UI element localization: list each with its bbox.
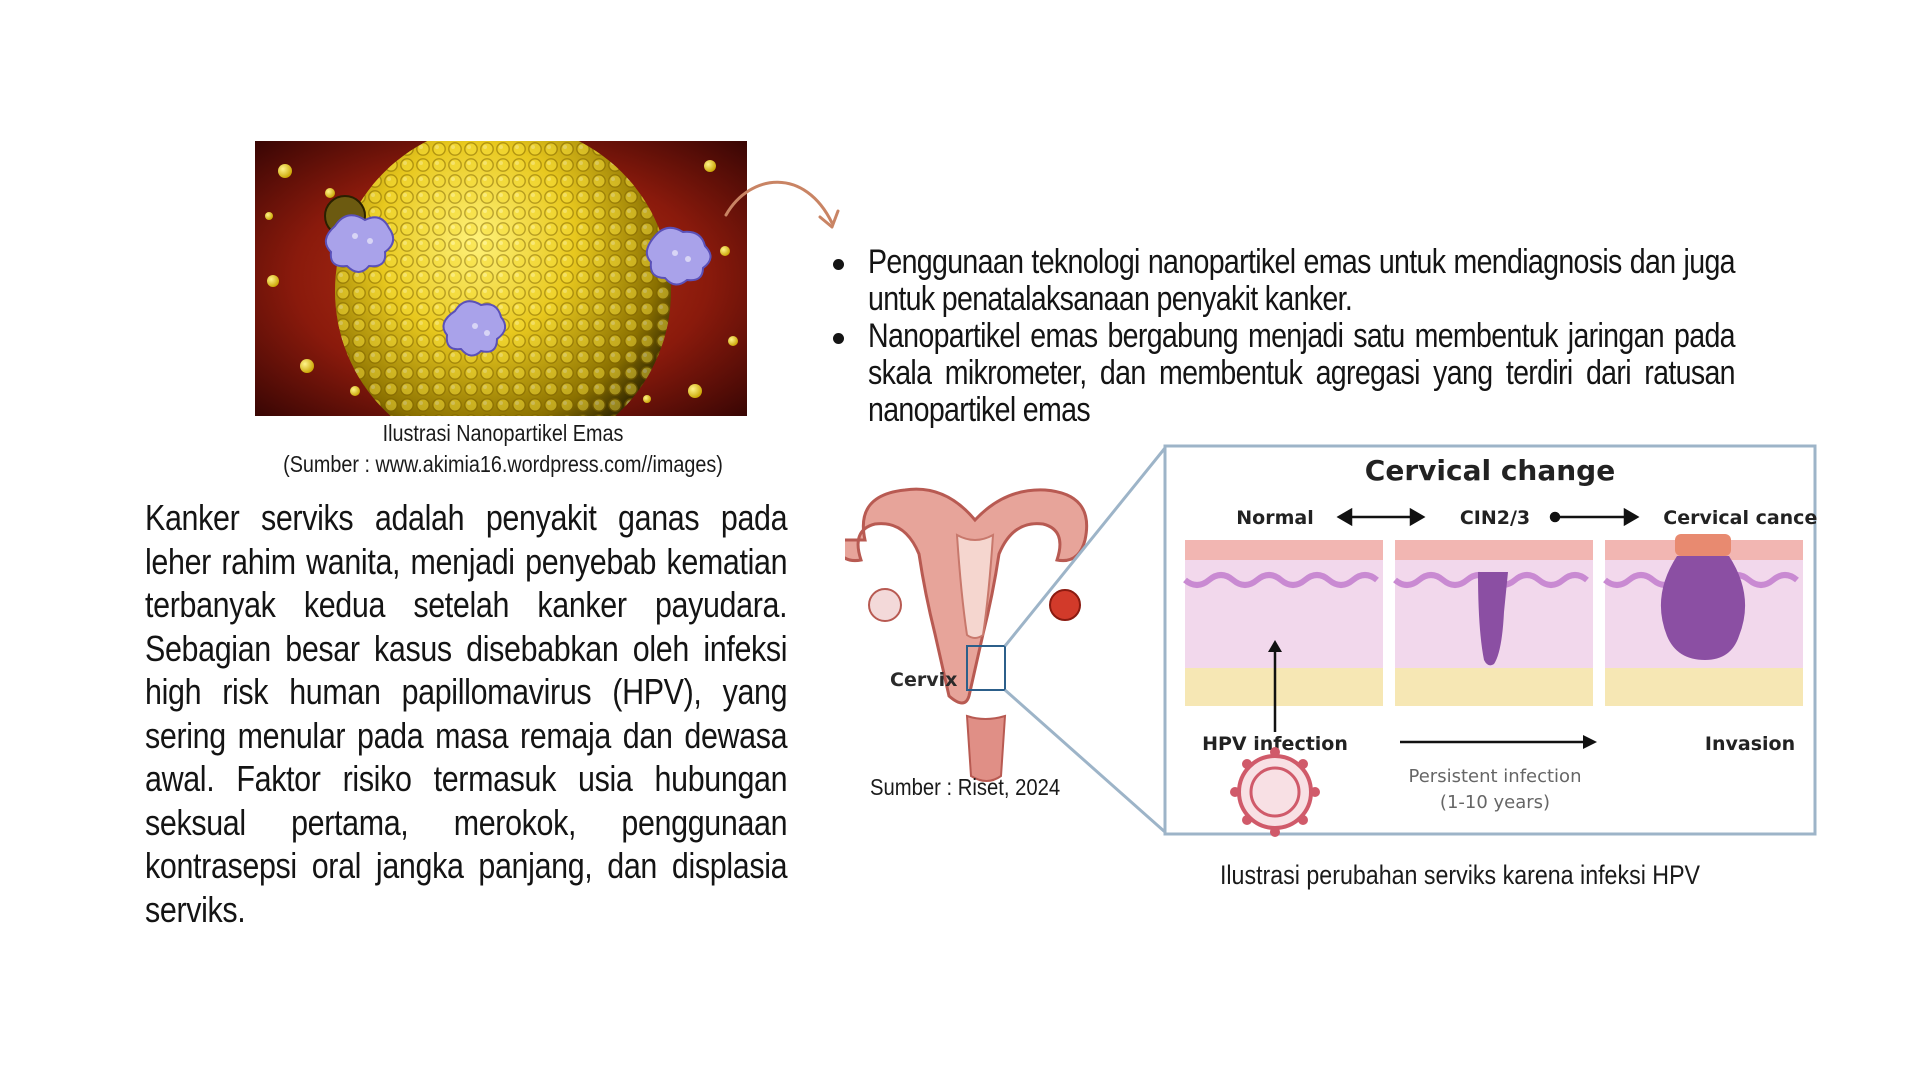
nanoparticle-figure-caption: Ilustrasi Nanopartikel Emas (Sumber : ww… <box>275 418 731 480</box>
bullet-item: Nanopartikel emas bergabung menjadi satu… <box>830 318 1736 429</box>
uterus-illustration: Cervix <box>845 487 1089 782</box>
bullet-text: Penggunaan teknologi nanopartikel emas u… <box>868 243 1736 318</box>
gold-nanoparticle-illustration <box>255 141 747 416</box>
panel-title: Cervical change <box>1365 454 1615 487</box>
stage-arrows <box>1336 507 1640 527</box>
stage-normal: Normal <box>1236 507 1313 529</box>
stage-cin: CIN2/3 <box>1460 507 1530 529</box>
tissue-cancer <box>1603 534 1803 706</box>
hpv-infection-label: HPV infection <box>1202 733 1348 755</box>
persistent-infection-label: Persistent infection <box>1409 766 1582 787</box>
tissue-normal <box>1183 540 1383 706</box>
cervical-change-illustration: Cervix Cervical change Normal CIN2/3 Cer… <box>845 440 1817 840</box>
cervix-figure-source: Sumber : Riset, 2024 <box>870 774 1061 800</box>
invasion-label: Invasion <box>1705 733 1795 755</box>
stage-cancer: Cervical cancer <box>1663 507 1817 529</box>
cervix-figure-caption: Ilustrasi perubahan serviks karena infek… <box>1219 860 1701 890</box>
caption-title: Ilustrasi Nanopartikel Emas <box>382 420 624 446</box>
bullet-item: Penggunaan teknologi nanopartikel emas u… <box>830 244 1736 318</box>
cervix-label: Cervix <box>890 669 957 691</box>
curved-arrow-icon <box>724 180 840 229</box>
caption-source: (Sumber : www.akimia16.wordpress.com//im… <box>283 451 723 477</box>
persistent-duration-label: (1-10 years) <box>1440 792 1550 813</box>
cervical-cancer-paragraph: Kanker serviks adalah penyakit ganas pad… <box>145 497 788 930</box>
tissue-cin <box>1393 540 1593 706</box>
bullet-list: Penggunaan teknologi nanopartikel emas u… <box>830 244 1736 429</box>
hpv-virus-icon <box>1230 747 1320 837</box>
bullet-text: Nanopartikel emas bergabung menjadi satu… <box>868 317 1736 429</box>
